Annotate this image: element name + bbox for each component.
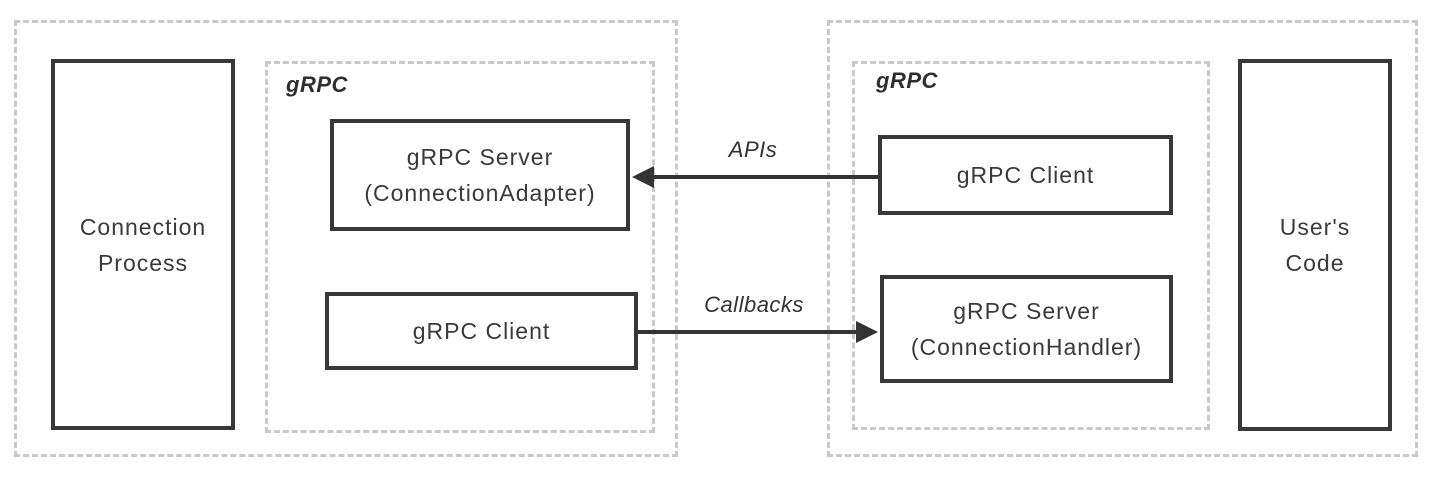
callbacks-arrowhead-icon	[856, 321, 878, 343]
grpc-server-connection-handler-box: gRPC Server (ConnectionHandler)	[880, 275, 1173, 383]
callbacks-arrow-label: Callbacks	[704, 292, 804, 317]
left-grpc-container-label: gRPC	[286, 72, 348, 97]
connection-process-label-line1: Connection	[79, 213, 207, 240]
right-grpc-container	[852, 61, 1210, 430]
callbacks-arrow-line	[638, 330, 858, 334]
apis-arrow-line	[652, 175, 878, 179]
users-code-box: User's Code	[1238, 59, 1392, 431]
connection-process-label-line2: Process	[97, 249, 189, 276]
grpc-server-adapter-label-line2: (ConnectionAdapter)	[364, 180, 596, 206]
right-grpc-client-label: gRPC Client	[956, 162, 1095, 188]
users-code-label-line2: Code	[1285, 250, 1345, 276]
apis-arrowhead-icon	[632, 166, 654, 188]
grpc-server-connection-adapter-box: gRPC Server (ConnectionAdapter)	[330, 119, 630, 231]
users-code-label-line1: User's	[1279, 214, 1351, 240]
connection-process-box: Connection Process	[51, 59, 235, 430]
left-grpc-client-box: gRPC Client	[325, 292, 638, 370]
left-grpc-client-label: gRPC Client	[412, 318, 551, 344]
apis-arrow-label: APIs	[728, 137, 778, 162]
grpc-server-adapter-label-line1: gRPC Server	[406, 144, 554, 170]
right-grpc-container-label: gRPC	[876, 68, 938, 93]
users-code-group-container	[827, 20, 1418, 457]
connection-process-group-container	[14, 20, 678, 457]
left-grpc-container	[265, 61, 655, 433]
right-grpc-client-box: gRPC Client	[878, 135, 1173, 215]
grpc-server-handler-label-line2: (ConnectionHandler)	[910, 334, 1143, 360]
grpc-server-handler-label-line1: gRPC Server	[953, 298, 1100, 324]
